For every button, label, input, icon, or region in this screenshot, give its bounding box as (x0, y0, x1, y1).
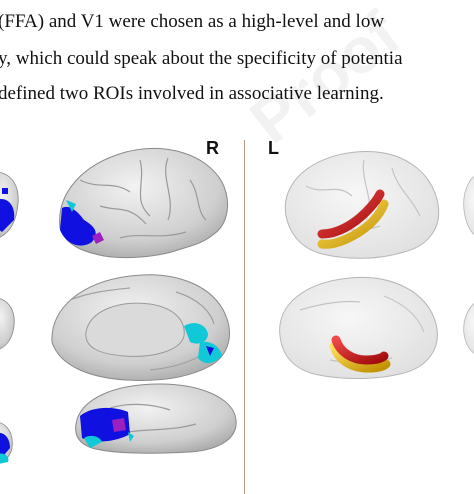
glass-brain-medial (279, 276, 438, 379)
hemisphere-label-r: R (206, 138, 219, 158)
brain-right-ventral (75, 383, 237, 454)
brain-left-partial-middle (0, 298, 15, 350)
panel-divider (244, 140, 245, 494)
text-line-2: y, which could speak about the specifici… (0, 48, 403, 69)
text-line-1: (FFA) and V1 were chosen as a high-level… (0, 11, 385, 32)
brain-left-partial-top (0, 172, 19, 238)
brain-renderings (0, 148, 474, 464)
brain-right-medial (51, 274, 230, 381)
glass-brain-lateral (284, 151, 440, 259)
brain-left-partial-bottom (0, 422, 13, 464)
text-line-3: defined two ROIs involved in associative… (0, 83, 384, 104)
glass-brain-partial-bottom (463, 303, 474, 354)
paper-text: (FFA) and V1 were chosen as a high-level… (0, 0, 474, 110)
glass-brain-partial-top (463, 176, 474, 236)
hemisphere-label-l: L (268, 138, 279, 158)
brain-right-lateral (59, 148, 229, 259)
brain-figure: R L (0, 120, 474, 494)
